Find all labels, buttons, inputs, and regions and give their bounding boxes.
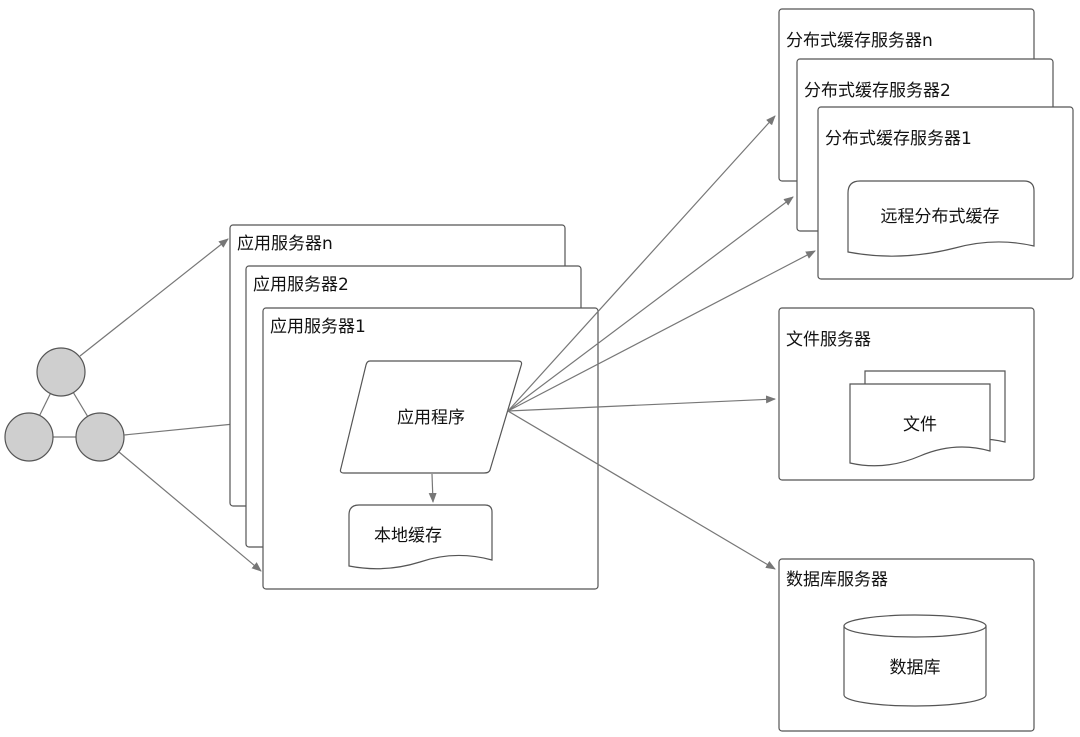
edge-app-to-file-server <box>507 395 776 412</box>
local-cache-label: 本地缓存 <box>374 526 442 546</box>
file-label: 文件 <box>903 415 937 435</box>
remote-cache-label: 远程分布式缓存 <box>881 207 1000 227</box>
edge-app-to-cache-server-1 <box>507 250 816 412</box>
database-cylinder-body <box>843 626 987 707</box>
cluster-node-right <box>75 412 125 462</box>
edge-cluster-to-appserver-n <box>79 238 229 357</box>
local-cache-shape <box>348 504 493 570</box>
load-balancer-cluster <box>4 347 125 462</box>
app-server-n-label: 应用服务器n <box>237 234 333 254</box>
application-program-shape <box>339 360 523 474</box>
cluster-node-left <box>4 412 54 462</box>
app-server-2-label: 应用服务器2 <box>253 275 349 295</box>
database-label: 数据库 <box>890 658 941 678</box>
edge-app-to-local-cache <box>428 473 437 503</box>
cache-server-n-label: 分布式缓存服务器n <box>786 31 933 51</box>
app-server-1-label: 应用服务器1 <box>270 317 366 337</box>
edge-cluster-to-appserver-1 <box>118 451 262 572</box>
cluster-node-top <box>36 347 86 397</box>
file-server-label: 文件服务器 <box>786 330 871 350</box>
cache-server-2-label: 分布式缓存服务器2 <box>804 81 951 101</box>
cache-server-1-label: 分布式缓存服务器1 <box>825 129 972 149</box>
database-server-label: 数据库服务器 <box>786 570 888 590</box>
edge-app-to-cache-server-n <box>507 115 776 412</box>
application-program-label: 应用程序 <box>397 408 465 428</box>
remote-cache-shape <box>847 180 1035 257</box>
edge-cluster-to-appserver-2 <box>123 419 245 436</box>
edge-app-to-database-server <box>507 410 776 570</box>
file-front-page <box>849 383 991 467</box>
edge-app-to-cache-server-2 <box>507 196 794 412</box>
database-cylinder-top <box>843 614 987 638</box>
